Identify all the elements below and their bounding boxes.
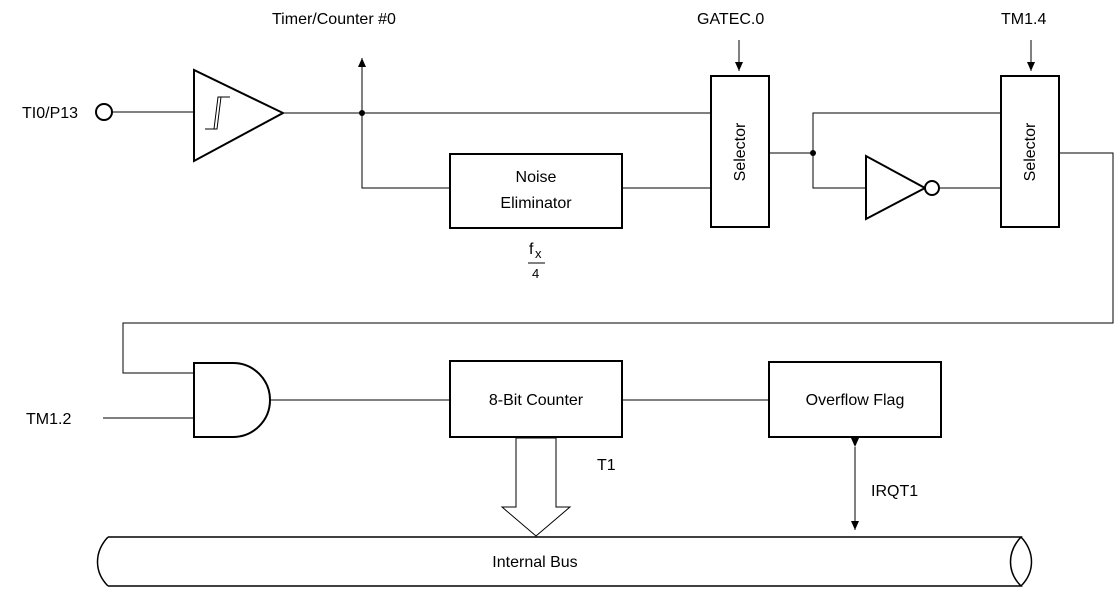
irqt1-label: IRQT1 (871, 483, 918, 500)
gatec-label: GATEC.0 (697, 11, 764, 28)
tm12-label: TM1.2 (26, 411, 71, 428)
eight-bit-counter-block (449, 360, 623, 438)
ti0-pin-terminal (95, 103, 113, 121)
hysteresis-icon (205, 96, 230, 130)
noise-eliminator-block (449, 153, 623, 229)
internal-bus-right-end (1020, 536, 1033, 587)
counter-bus-arrow (500, 437, 572, 537)
selector-2-block (1000, 75, 1060, 228)
internal-bus-label: Internal Bus (492, 554, 577, 571)
ti0-pin-label: TI0/P13 (22, 105, 78, 122)
selector-2-label: Selector (1022, 122, 1039, 181)
internal-bus-left-end (96, 536, 109, 587)
timer-counter-label: Timer/Counter #0 (272, 11, 396, 28)
schmitt-trigger-buffer (193, 68, 286, 163)
noise-label: Noise (516, 169, 557, 186)
direct-to-selector2-wire (812, 112, 1001, 153)
t1-label: T1 (597, 457, 616, 474)
and-gate (193, 362, 271, 438)
fx-denominator-label: 4 (532, 266, 539, 281)
eliminator-label: Eliminator (500, 195, 572, 212)
to-inverter-wire (812, 153, 866, 189)
inverter-gate (865, 154, 928, 221)
selector-1-block (710, 75, 770, 228)
overflow-flag-label: Overflow Flag (806, 392, 905, 409)
selector-1-label: Selector (732, 122, 749, 181)
tm14-label: TM1.4 (1001, 11, 1046, 28)
to-noise-eliminator-wire (361, 113, 450, 189)
selector2-to-and-wire (122, 152, 1114, 374)
fx-sub-label: x (535, 246, 542, 261)
fx-base-label: f (529, 241, 534, 258)
overflow-flag-block (768, 361, 942, 438)
inverter-bubble (924, 180, 940, 196)
counter-label: 8-Bit Counter (489, 392, 584, 409)
